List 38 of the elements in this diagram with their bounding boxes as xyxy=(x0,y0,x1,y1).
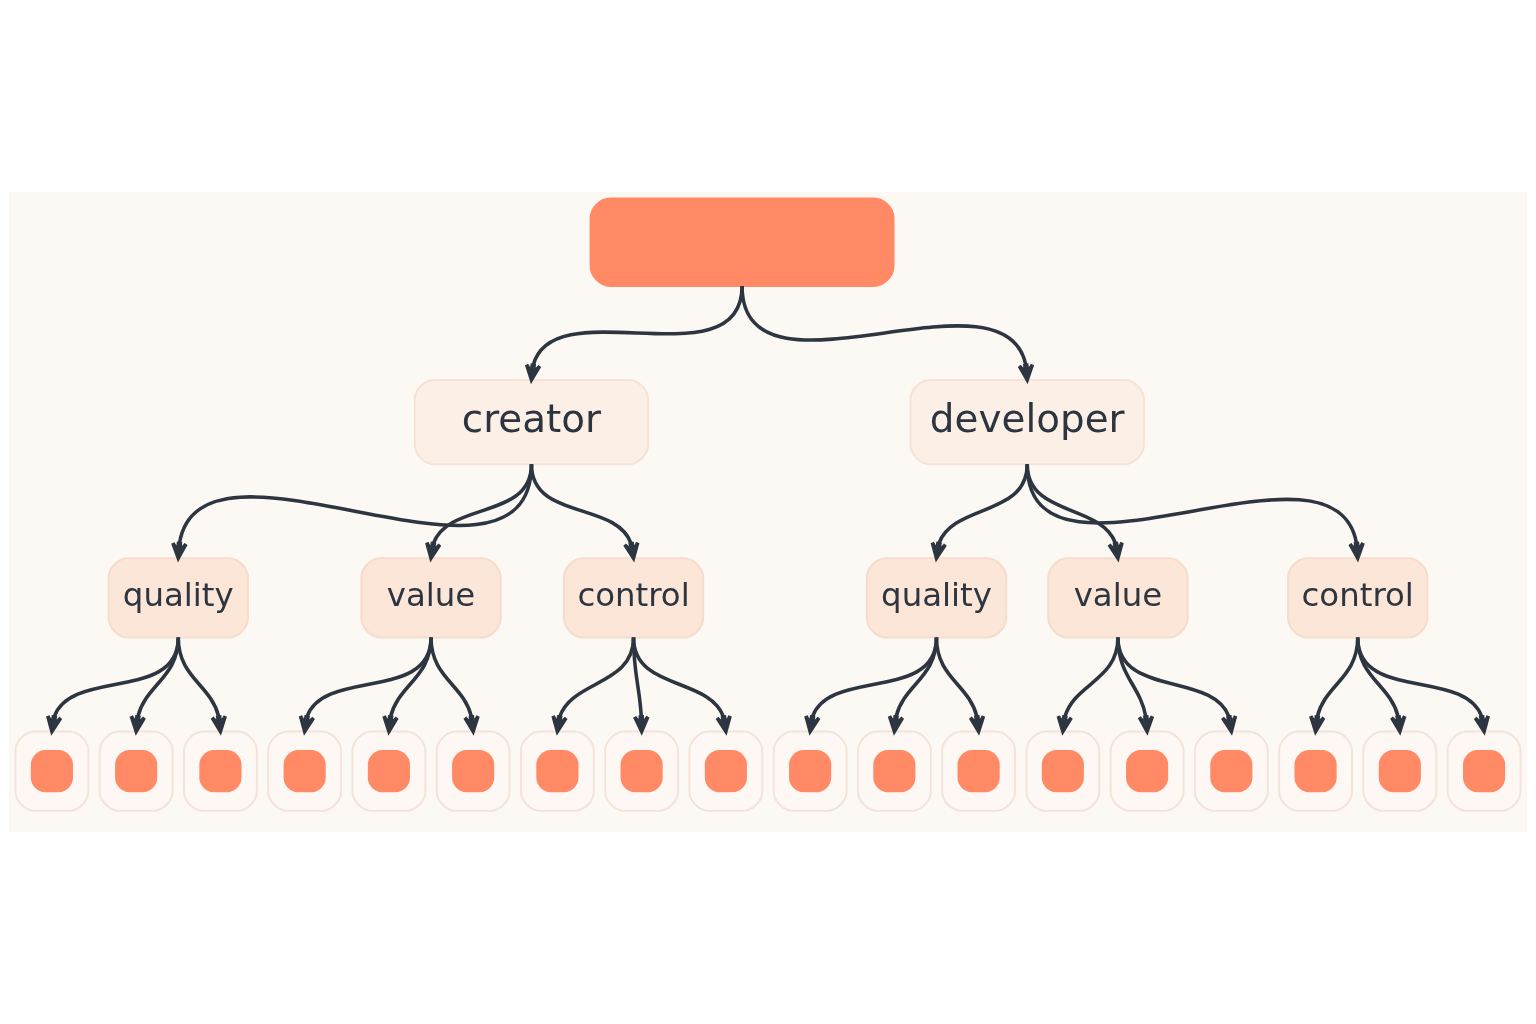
node-picture xyxy=(183,730,258,812)
node-picture xyxy=(688,730,764,812)
node-picture xyxy=(14,730,90,812)
arrow xyxy=(740,285,1035,382)
node-box: quality xyxy=(107,557,249,639)
node-picture xyxy=(941,730,1017,812)
node-picture xyxy=(772,730,848,812)
node-picture xyxy=(1025,730,1101,812)
node-picture xyxy=(1278,730,1353,812)
arrow xyxy=(1355,637,1490,734)
node-picture xyxy=(1193,730,1269,812)
node-picture xyxy=(1109,730,1185,812)
node-picture xyxy=(519,730,595,812)
node-box: quality xyxy=(865,557,1008,639)
node-box: control xyxy=(562,557,705,639)
node-picture xyxy=(267,730,343,812)
arrow xyxy=(1025,463,1365,560)
arrow xyxy=(46,637,181,734)
arrow xyxy=(1116,637,1238,734)
node-box: control xyxy=(1287,557,1429,639)
node-box xyxy=(589,197,895,287)
arrow xyxy=(934,637,986,734)
node-box: value xyxy=(360,557,502,639)
arrow xyxy=(129,637,181,734)
node-picture xyxy=(1362,730,1438,812)
node-box: value xyxy=(1047,557,1189,639)
node-picture xyxy=(98,730,174,812)
arrow xyxy=(631,637,732,734)
node-box: creator xyxy=(413,378,650,466)
node-picture xyxy=(1446,730,1522,812)
arrow xyxy=(429,637,480,734)
node-box: developer xyxy=(909,378,1145,466)
node-picture xyxy=(435,730,511,812)
node-picture xyxy=(351,730,427,812)
node-picture xyxy=(604,730,680,812)
arrow xyxy=(529,463,640,560)
node-picture xyxy=(856,730,932,812)
arrow xyxy=(176,637,228,734)
